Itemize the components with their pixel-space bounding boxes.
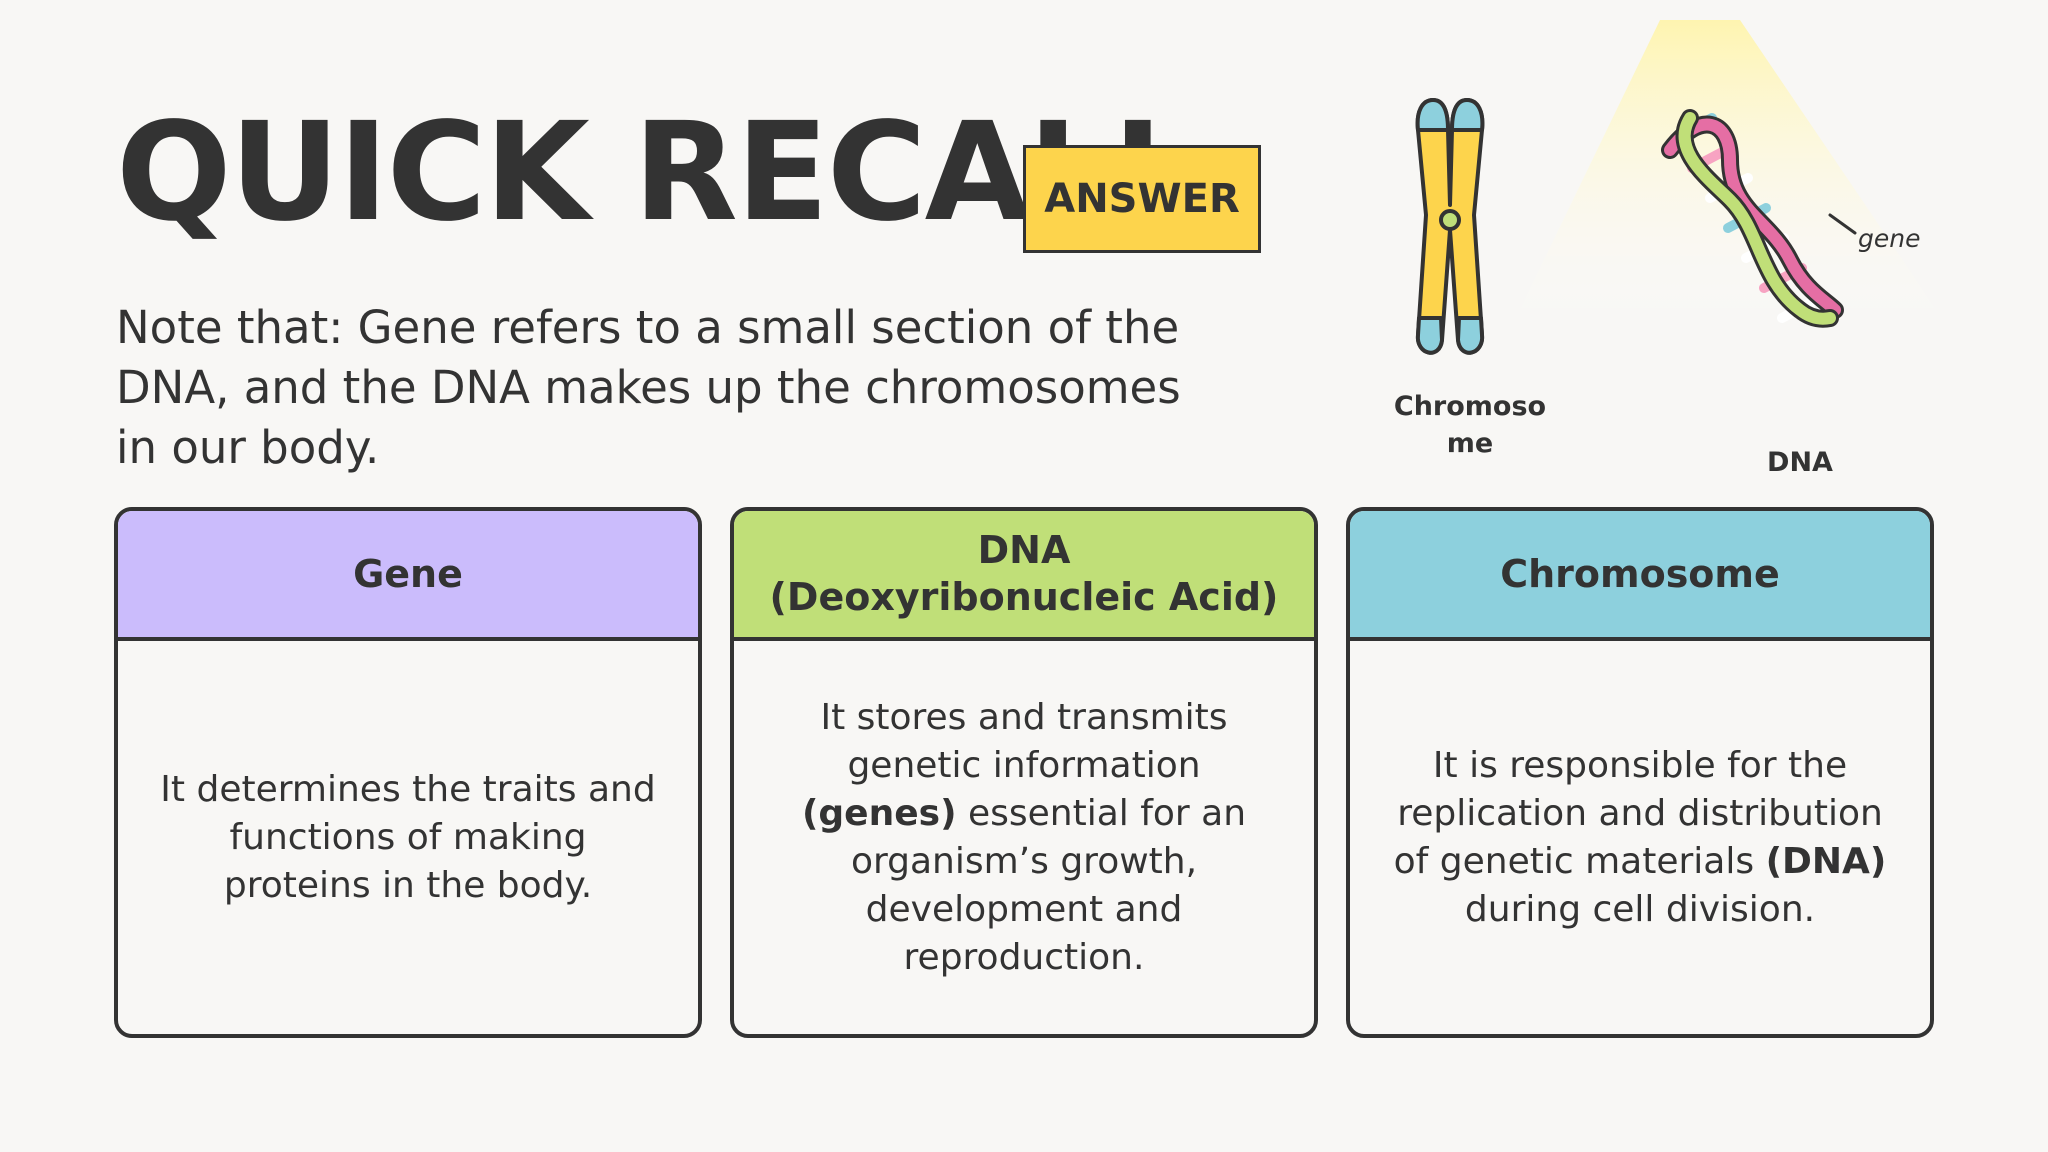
card-dna-text-bold: (genes) (801, 792, 957, 834)
slide-title: QUICK RECALL (116, 94, 1199, 252)
note-text: Note that: Gene refers to a small sectio… (116, 301, 1181, 474)
chromosome-dna-illustration (1415, 20, 1950, 355)
card-dna: DNA (Deoxyribonucleic Acid) It stores an… (730, 507, 1318, 1038)
card-gene: Gene It determines the traits and functi… (114, 507, 702, 1038)
card-dna-text-1: It stores and transmits genetic informat… (820, 696, 1228, 786)
card-gene-body: It determines the traits and functions o… (118, 641, 698, 1034)
dna-helix-icon (1661, 109, 1857, 328)
card-gene-text: It determines the traits and functions o… (160, 768, 656, 906)
card-dna-text-2: essential for an organism’s growth, deve… (850, 792, 1247, 978)
card-chromosome-title: Chromosome (1350, 511, 1930, 641)
card-gene-title: Gene (118, 511, 698, 641)
gene-label: gene (1858, 224, 1921, 253)
card-chromosome-text-1: It is responsible for the replication an… (1393, 744, 1883, 882)
chromosome-icon (1415, 98, 1485, 355)
answer-badge: ANSWER (1023, 145, 1261, 253)
card-dna-title: DNA (Deoxyribonucleic Acid) (734, 511, 1314, 641)
dna-label: DNA (1767, 447, 1833, 478)
card-chromosome-body: It is responsible for the replication an… (1350, 641, 1930, 1034)
card-chromosome: Chromosome It is responsible for the rep… (1346, 507, 1934, 1038)
chromosome-label: Chromosome (1393, 391, 1547, 459)
card-chromosome-text-2: during cell division. (1464, 888, 1816, 930)
card-chromosome-text-bold: (DNA) (1765, 840, 1887, 882)
card-dna-body: It stores and transmits genetic informat… (734, 641, 1314, 1034)
